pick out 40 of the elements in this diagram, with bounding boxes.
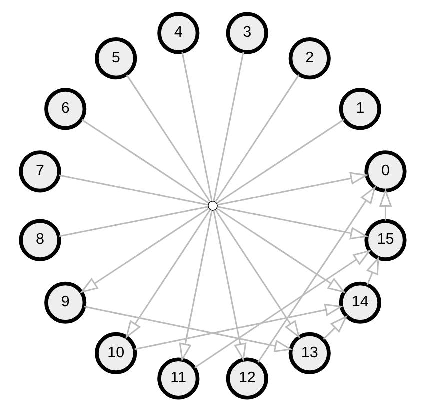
arrow — [218, 172, 369, 206]
node-circle: 2 — [288, 38, 331, 80]
connector — [59, 206, 208, 238]
node-circle: 6 — [44, 88, 87, 130]
node-circle: 15 — [364, 219, 407, 262]
node-circle: 7 — [19, 150, 62, 193]
arrow — [379, 188, 392, 221]
arrow — [366, 256, 380, 286]
node-circle: 10 — [95, 332, 138, 374]
connector — [216, 119, 344, 204]
arrow — [213, 210, 247, 362]
arrow — [134, 304, 344, 350]
arrow — [194, 250, 372, 369]
arrow — [323, 315, 348, 340]
connector — [126, 74, 211, 202]
arrow — [215, 210, 300, 339]
node-circle: 8 — [19, 219, 62, 262]
node-circle: 0 — [364, 150, 407, 193]
arrow — [84, 306, 293, 352]
node-circle: 1 — [339, 88, 382, 130]
arrow — [216, 208, 346, 294]
node-circle: 12 — [226, 358, 268, 400]
node-circle: 9 — [44, 282, 87, 324]
arrow — [179, 210, 213, 362]
arrow — [218, 206, 369, 240]
connector — [213, 52, 244, 202]
node-circle: 11 — [158, 358, 200, 400]
node-circle: 4 — [158, 12, 200, 54]
connector — [59, 174, 208, 206]
node-circle — [208, 201, 218, 211]
arrow — [126, 210, 211, 339]
connector — [215, 74, 300, 202]
arrow — [258, 186, 376, 363]
node-circle: 13 — [288, 332, 331, 374]
node-circle: 3 — [226, 12, 268, 54]
connector — [182, 52, 213, 202]
node-circle: 5 — [95, 38, 138, 80]
node-circle: 14 — [339, 282, 382, 324]
arrow — [80, 208, 210, 294]
connector — [82, 119, 210, 204]
